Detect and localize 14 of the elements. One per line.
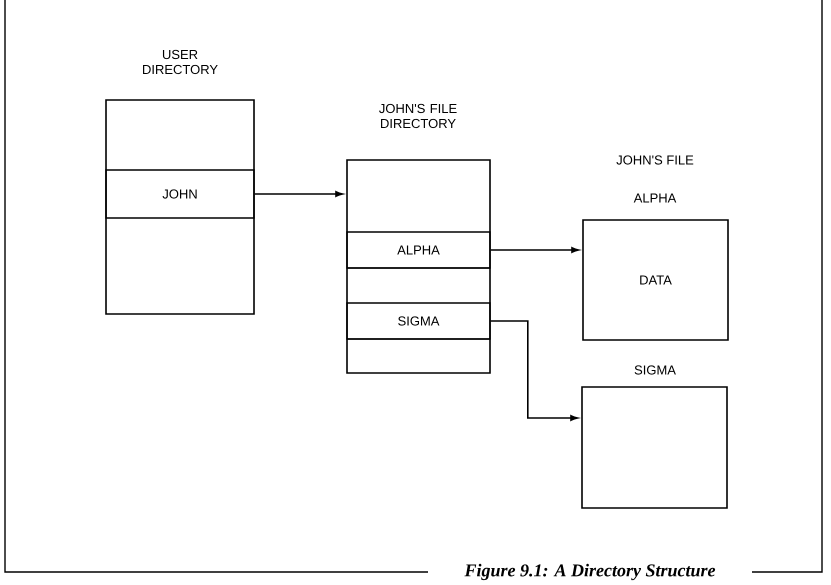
arrow bbox=[490, 246, 580, 253]
directory-entry: SIGMA bbox=[346, 302, 491, 340]
arrow bbox=[254, 190, 344, 197]
node-label: USER DIRECTORY bbox=[143, 50, 218, 74]
file-box: ALPHA DATA bbox=[582, 194, 729, 341]
directory-entry: ALPHA bbox=[346, 231, 491, 269]
group-heading: JOHN'S FILE bbox=[616, 155, 694, 165]
figure-caption: Figure 9.1: A Directory Structure bbox=[464, 564, 716, 580]
node-label: ALPHA bbox=[634, 194, 676, 202]
file-box: SIGMA bbox=[581, 365, 728, 509]
arrow bbox=[490, 320, 578, 421]
directory-entry: JOHN bbox=[105, 169, 255, 219]
node-label: SIGMA bbox=[634, 365, 676, 375]
node-label: JOHN'S FILE DIRECTORY bbox=[379, 104, 457, 128]
